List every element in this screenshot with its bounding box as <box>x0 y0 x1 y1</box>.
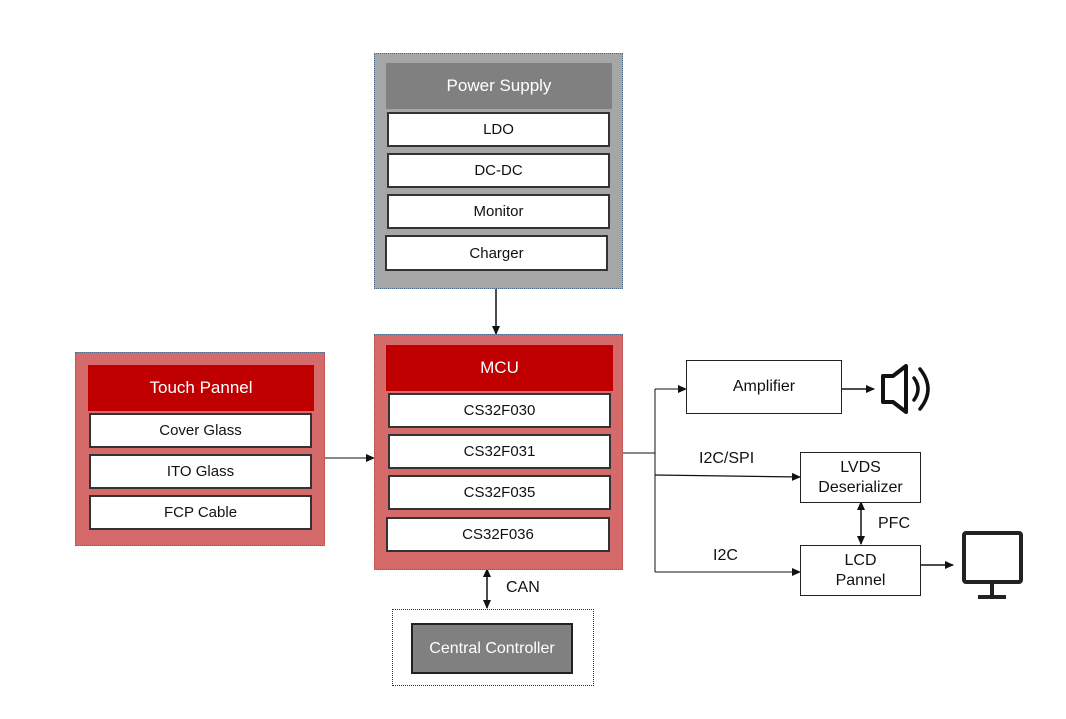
can-label: CAN <box>506 579 540 596</box>
monitor-icon <box>962 531 1023 599</box>
pfc-label: PFC <box>878 515 910 532</box>
mcu-item-cs32f030: CS32F030 <box>388 393 611 428</box>
lcd-label-line1: LCD <box>844 551 877 569</box>
power-supply-group: Power Supply LDO DC-DC Monitor Charger <box>374 53 623 289</box>
amplifier-block: Amplifier <box>686 360 842 414</box>
dc-dc-block: DC-DC <box>387 153 610 188</box>
charger-block: Charger <box>385 235 608 271</box>
mcu-header: MCU <box>386 345 613 391</box>
lcd-label-line2: Pannel <box>835 571 886 589</box>
to-lvds-arrow <box>654 472 801 481</box>
lvds-label-line2: Deserializer <box>818 478 903 496</box>
power-supply-header: Power Supply <box>386 63 612 109</box>
mcu-item-cs32f035: CS32F035 <box>388 475 611 510</box>
mcu-item-cs32f036: CS32F036 <box>386 517 610 552</box>
lvds-label-line1: LVDS <box>840 458 881 476</box>
i2c-label: I2C <box>713 547 738 564</box>
touch-panel-group: Touch Pannel Cover Glass ITO Glass FCP C… <box>75 352 325 546</box>
central-controller-block: Central Controller <box>411 623 573 674</box>
lcd-panel-block: LCD Pannel <box>800 545 921 596</box>
ldo-block: LDO <box>387 112 610 147</box>
speaker-icon <box>881 364 930 414</box>
i2c-spi-label: I2C/SPI <box>699 450 755 467</box>
monitor-block: Monitor <box>387 194 610 229</box>
mcu-item-cs32f031: CS32F031 <box>388 434 611 469</box>
ito-glass-block: ITO Glass <box>89 454 312 489</box>
central-controller-group: Central Controller <box>392 609 594 686</box>
touch-panel-header: Touch Pannel <box>88 365 314 411</box>
lvds-deserializer-block: LVDS Deserializer <box>800 452 921 503</box>
mcu-group: MCU CS32F030 CS32F031 CS32F035 CS32F036 <box>374 334 623 570</box>
fcp-cable-block: FCP Cable <box>89 495 312 530</box>
cover-glass-block: Cover Glass <box>89 413 312 448</box>
